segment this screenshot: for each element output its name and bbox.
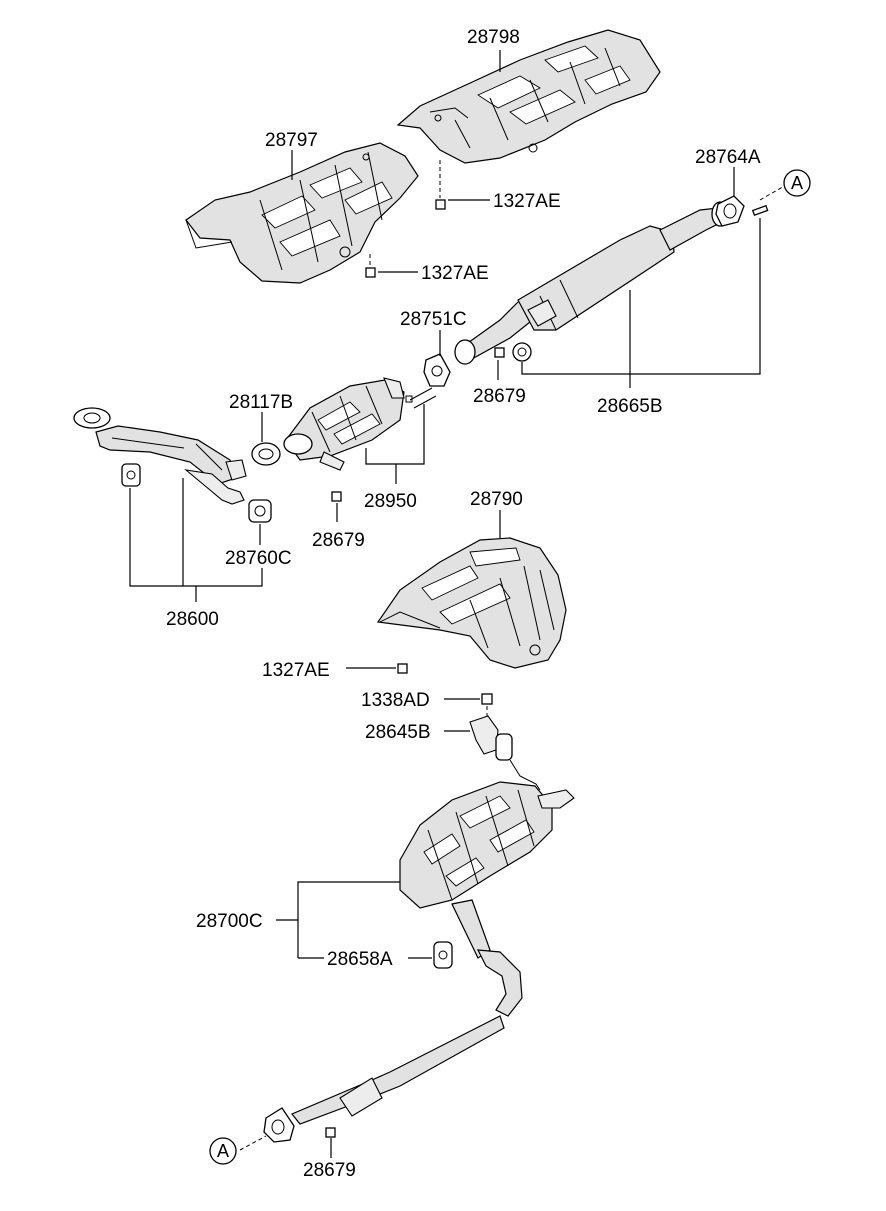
ref-marker-a-top: A	[783, 169, 811, 197]
nut-28679-upper	[494, 347, 505, 358]
label-28117b: 28117B	[229, 392, 293, 413]
part-labels: 28798 28797 1327AE 1327AE 28764A 28751C …	[166, 27, 761, 1181]
label-28764a: 28764A	[695, 147, 761, 168]
hanger-28665b	[512, 342, 532, 362]
label-28679-a: 28679	[473, 386, 526, 407]
heat-shield-28790	[376, 537, 567, 669]
label-28790: 28790	[470, 489, 523, 510]
pin-a-top	[751, 204, 769, 217]
heat-shield-28798	[396, 29, 661, 164]
hanger-28658a	[433, 941, 453, 969]
nut-28679-lower	[325, 1127, 336, 1138]
heat-shield-28797	[185, 142, 419, 284]
ref-marker-a-bottom: A	[209, 1137, 237, 1165]
rear-muffler-28700c	[263, 781, 575, 1143]
label-1327ae-b: 1327AE	[421, 263, 489, 284]
gasket-28764a	[715, 195, 745, 227]
label-28645b: 28645B	[365, 722, 431, 743]
ref-marker-a-bottom-text: A	[217, 1141, 229, 1161]
nut-1327ae-c	[397, 663, 408, 674]
label-28700c: 28700C	[196, 911, 263, 932]
label-28950: 28950	[364, 491, 417, 512]
label-28600: 28600	[166, 609, 219, 630]
label-28798: 28798	[467, 27, 520, 48]
center-muffler-28665b	[454, 201, 729, 365]
front-pipe-28600	[73, 407, 247, 505]
label-1327ae-c: 1327AE	[262, 660, 330, 681]
nut-28679-mid	[331, 491, 342, 502]
bolts-28950	[405, 387, 437, 409]
catalytic-converter	[283, 377, 405, 471]
gasket-28117b	[251, 442, 281, 466]
label-28679-b: 28679	[312, 530, 365, 551]
hanger-28760c	[248, 499, 272, 523]
gasket-28751c	[423, 353, 451, 387]
hanger-bracket-28645b	[469, 715, 541, 791]
label-1327ae-a: 1327AE	[493, 191, 561, 212]
nut-1327ae-b	[365, 254, 376, 278]
label-28665b: 28665B	[597, 396, 663, 417]
label-1338ad: 1338AD	[361, 690, 430, 711]
label-28751c: 28751C	[400, 309, 467, 330]
leader-lines	[129, 50, 761, 1158]
label-28760c: 28760C	[225, 548, 292, 569]
label-28658a: 28658A	[327, 949, 393, 970]
hanger-28760c-left	[121, 463, 141, 487]
ref-marker-a-top-text: A	[791, 173, 803, 193]
nut-1327ae-a	[435, 160, 446, 210]
label-28679-c: 28679	[303, 1160, 356, 1181]
label-28797: 28797	[265, 130, 318, 151]
nut-1338ad	[481, 693, 493, 716]
